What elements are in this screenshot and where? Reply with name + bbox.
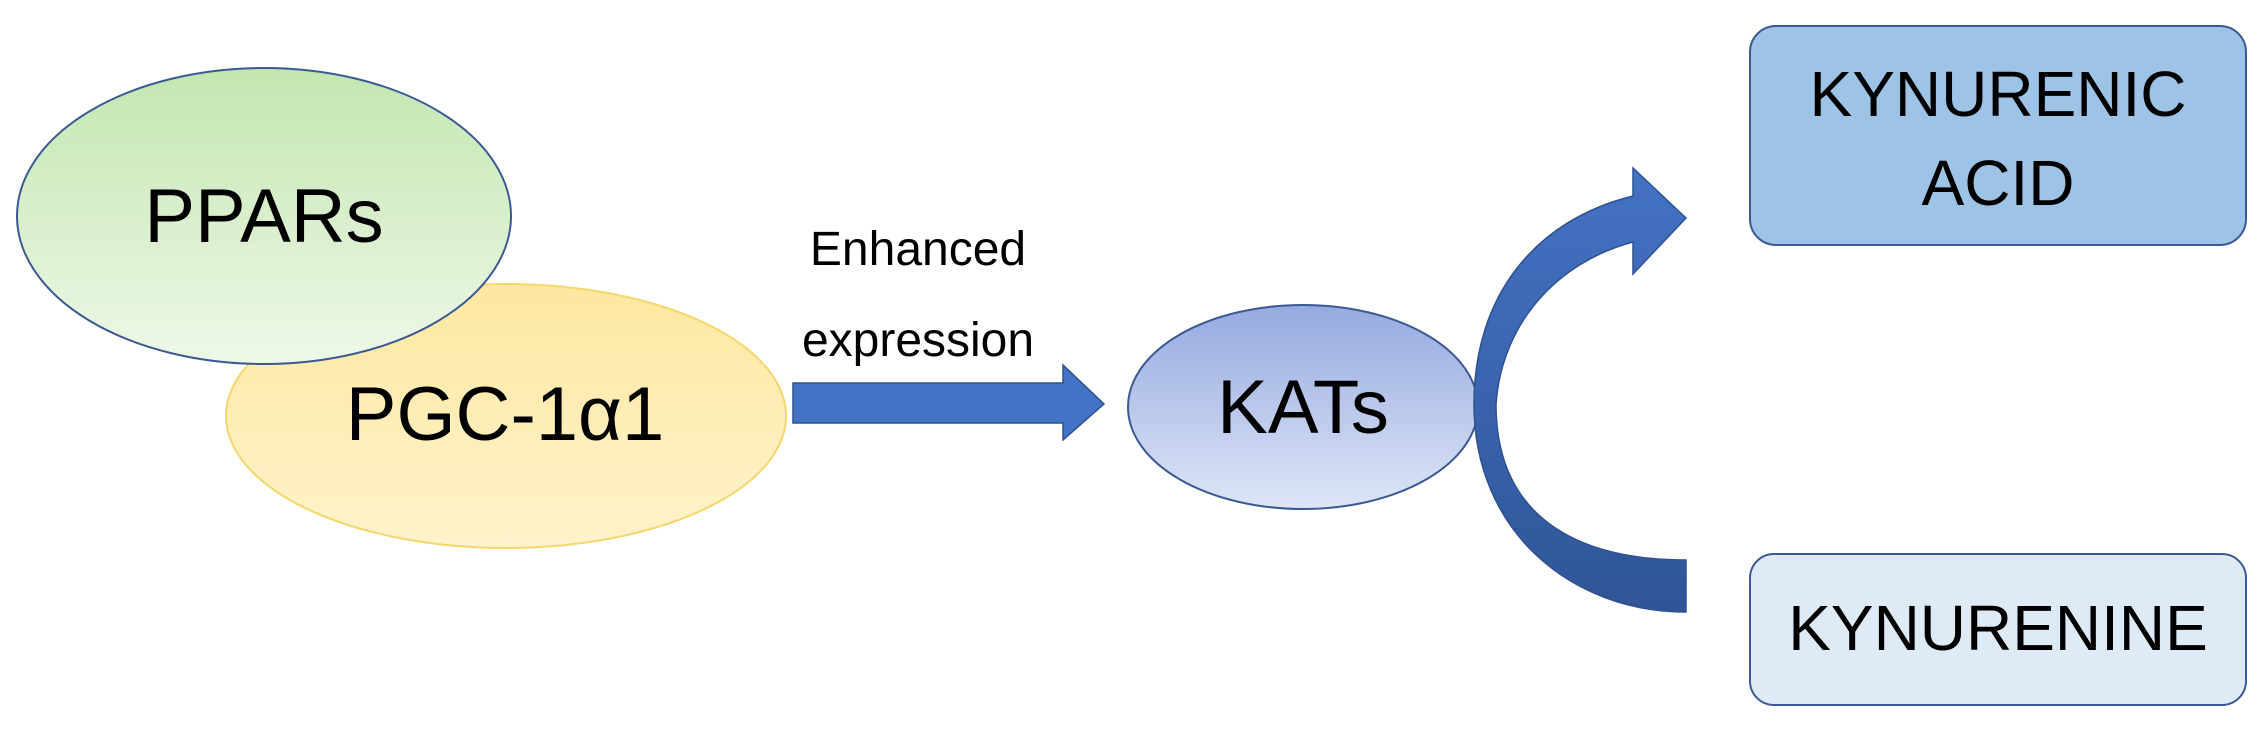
conversion-curved-arrow: [1473, 166, 1688, 613]
kynurenic-acid-label-line2: ACID: [1922, 147, 2075, 219]
expression-arrow: [792, 363, 1106, 442]
enhanced-expression-label-line1: Enhanced: [810, 223, 1026, 276]
ppars-label: PPARs: [144, 174, 383, 259]
kats-label: KATs: [1217, 365, 1389, 450]
ppars-node: [16, 67, 512, 365]
kynurenine-node: [1749, 553, 2247, 706]
kynurenine-label: KYNURENINE: [1788, 592, 2208, 664]
kynurenic-acid-node: [1749, 25, 2247, 246]
pgc-1a1-label: PGC-1α1: [346, 372, 664, 457]
kynurenic-acid-label-line1: KYNURENIC: [1810, 58, 2187, 130]
enhanced-expression-label-line2: expression: [802, 314, 1034, 367]
